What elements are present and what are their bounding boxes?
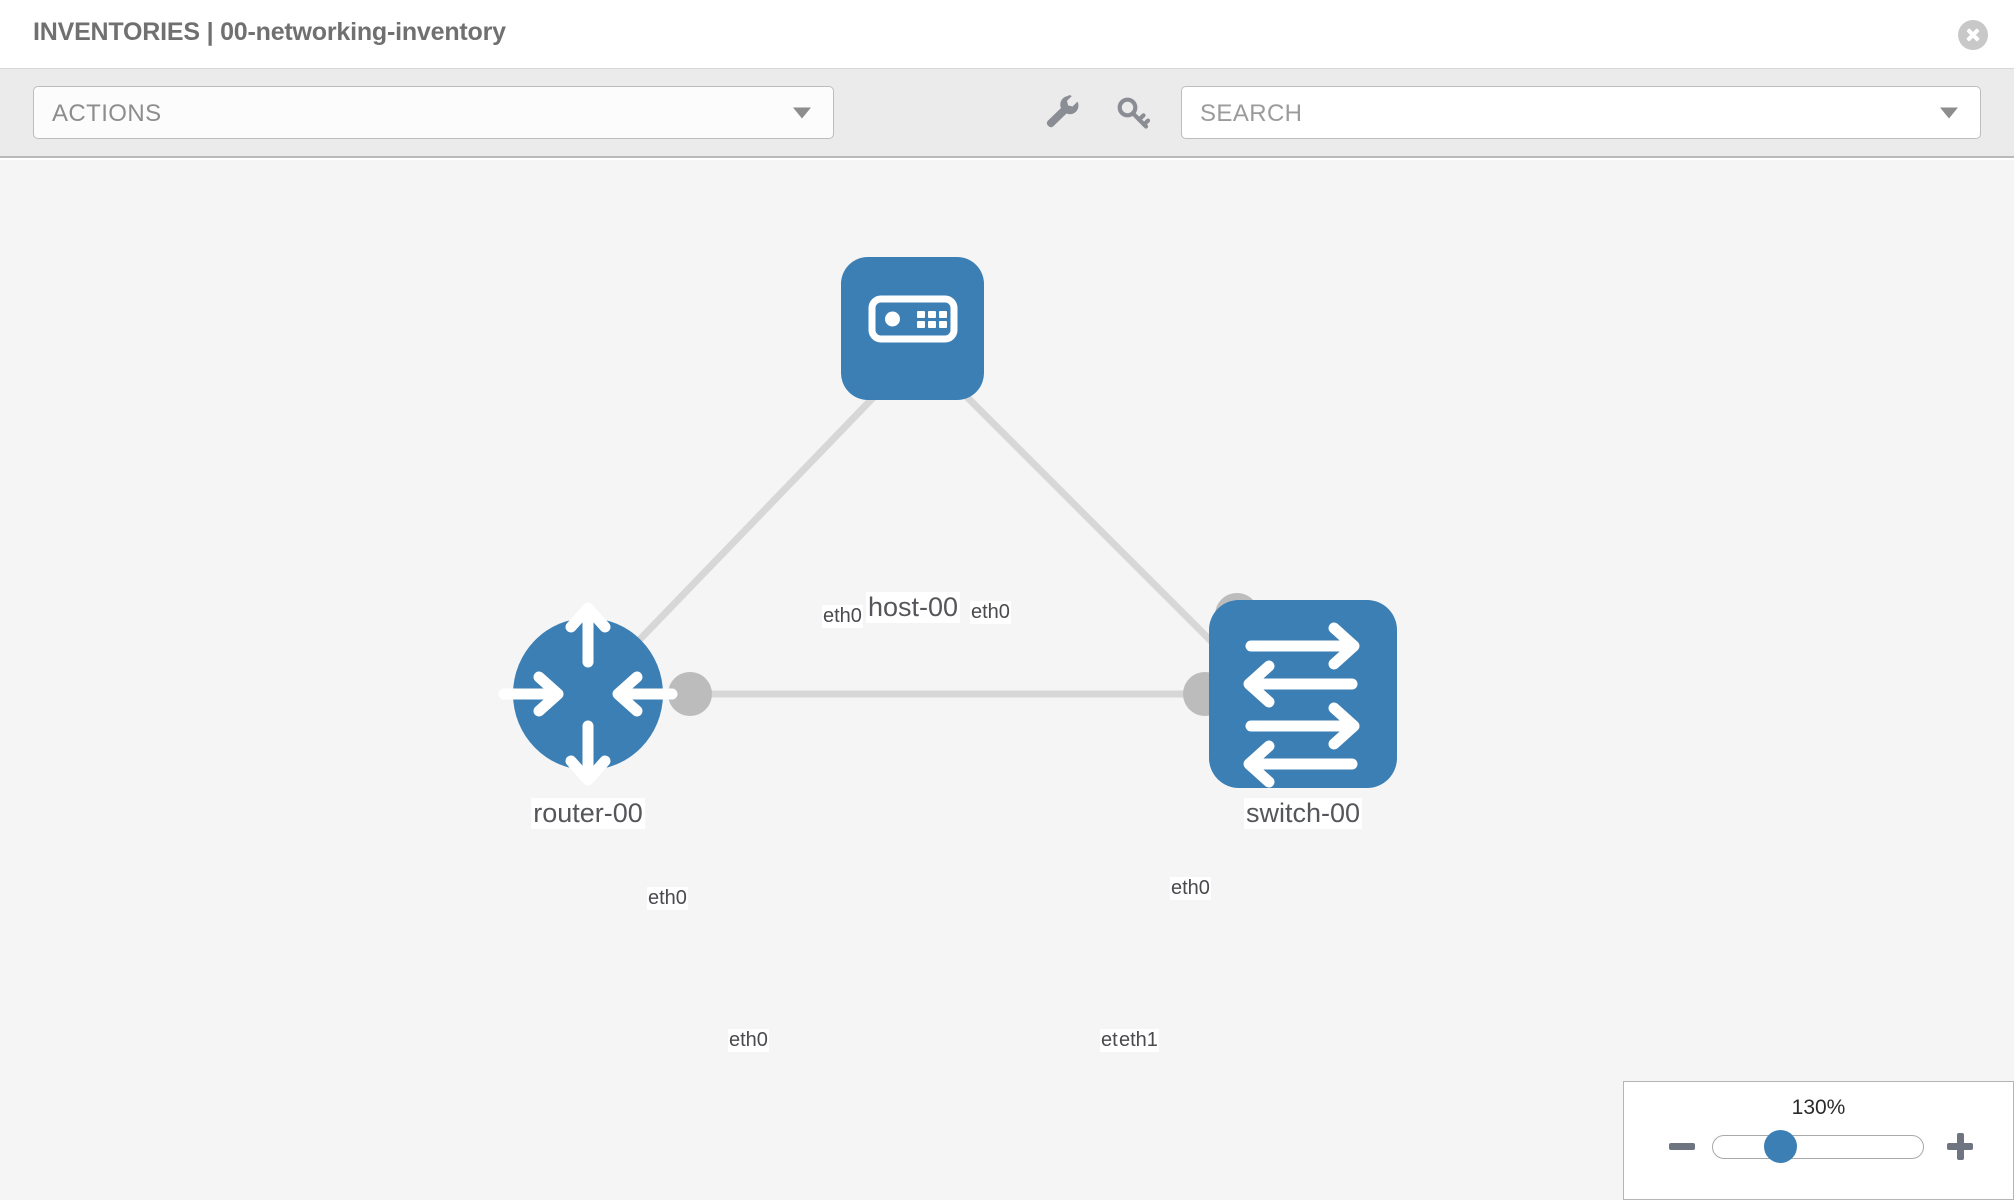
page-title: INVENTORIES | 00-networking-inventory bbox=[33, 18, 506, 46]
edge-host-switch bbox=[942, 372, 1238, 668]
iface-label-host-left: eth0 bbox=[822, 605, 863, 628]
chevron-down-icon bbox=[793, 107, 811, 118]
iface-label-host-right: eth0 bbox=[970, 601, 1011, 624]
topology-graph bbox=[498, 257, 1397, 788]
zoom-slider-thumb[interactable] bbox=[1764, 1130, 1797, 1163]
zoom-control-panel: 130% bbox=[1623, 1081, 2014, 1200]
actions-dropdown-label: ACTIONS bbox=[52, 100, 162, 127]
edge-host-router bbox=[617, 372, 898, 663]
node-router-00 bbox=[498, 602, 678, 786]
switch-arrows-icon bbox=[1243, 622, 1360, 788]
iface-label-switch-left-b: eth1 bbox=[1118, 1029, 1159, 1052]
wrench-icon[interactable] bbox=[1041, 91, 1085, 135]
node-switch-00 bbox=[1209, 600, 1397, 788]
node-host-00 bbox=[841, 257, 984, 400]
topology-canvas[interactable]: host-00 router-00 switch-00 eth0 eth0 et… bbox=[0, 160, 2014, 1200]
search-placeholder: SEARCH bbox=[1200, 100, 1303, 127]
server-icon bbox=[868, 295, 958, 343]
node-label-switch[interactable]: switch-00 bbox=[1243, 798, 1363, 829]
router-arrows-icon bbox=[498, 602, 678, 786]
toolbar: ACTIONS SEARCH bbox=[0, 69, 2014, 158]
plus-icon[interactable] bbox=[1944, 1130, 1976, 1162]
actions-dropdown[interactable]: ACTIONS bbox=[33, 86, 834, 139]
iface-label-router-right: eth0 bbox=[728, 1029, 769, 1052]
endpoint-router-right bbox=[668, 672, 712, 716]
search-input[interactable]: SEARCH bbox=[1181, 86, 1981, 139]
chevron-down-icon[interactable] bbox=[1940, 107, 1958, 118]
zoom-slider-track[interactable] bbox=[1712, 1135, 1924, 1159]
node-label-host[interactable]: host-00 bbox=[865, 592, 961, 623]
node-label-router[interactable]: router-00 bbox=[531, 798, 645, 829]
iface-label-router-up: eth0 bbox=[647, 887, 688, 910]
minus-icon[interactable] bbox=[1666, 1130, 1698, 1162]
topology-edges bbox=[617, 372, 1240, 698]
close-icon[interactable] bbox=[1958, 20, 1988, 50]
iface-label-switch-up: eth0 bbox=[1170, 877, 1211, 900]
zoom-level-value: 130% bbox=[1791, 1096, 1846, 1119]
key-icon[interactable] bbox=[1111, 91, 1155, 135]
page-header: INVENTORIES | 00-networking-inventory bbox=[0, 0, 2014, 69]
